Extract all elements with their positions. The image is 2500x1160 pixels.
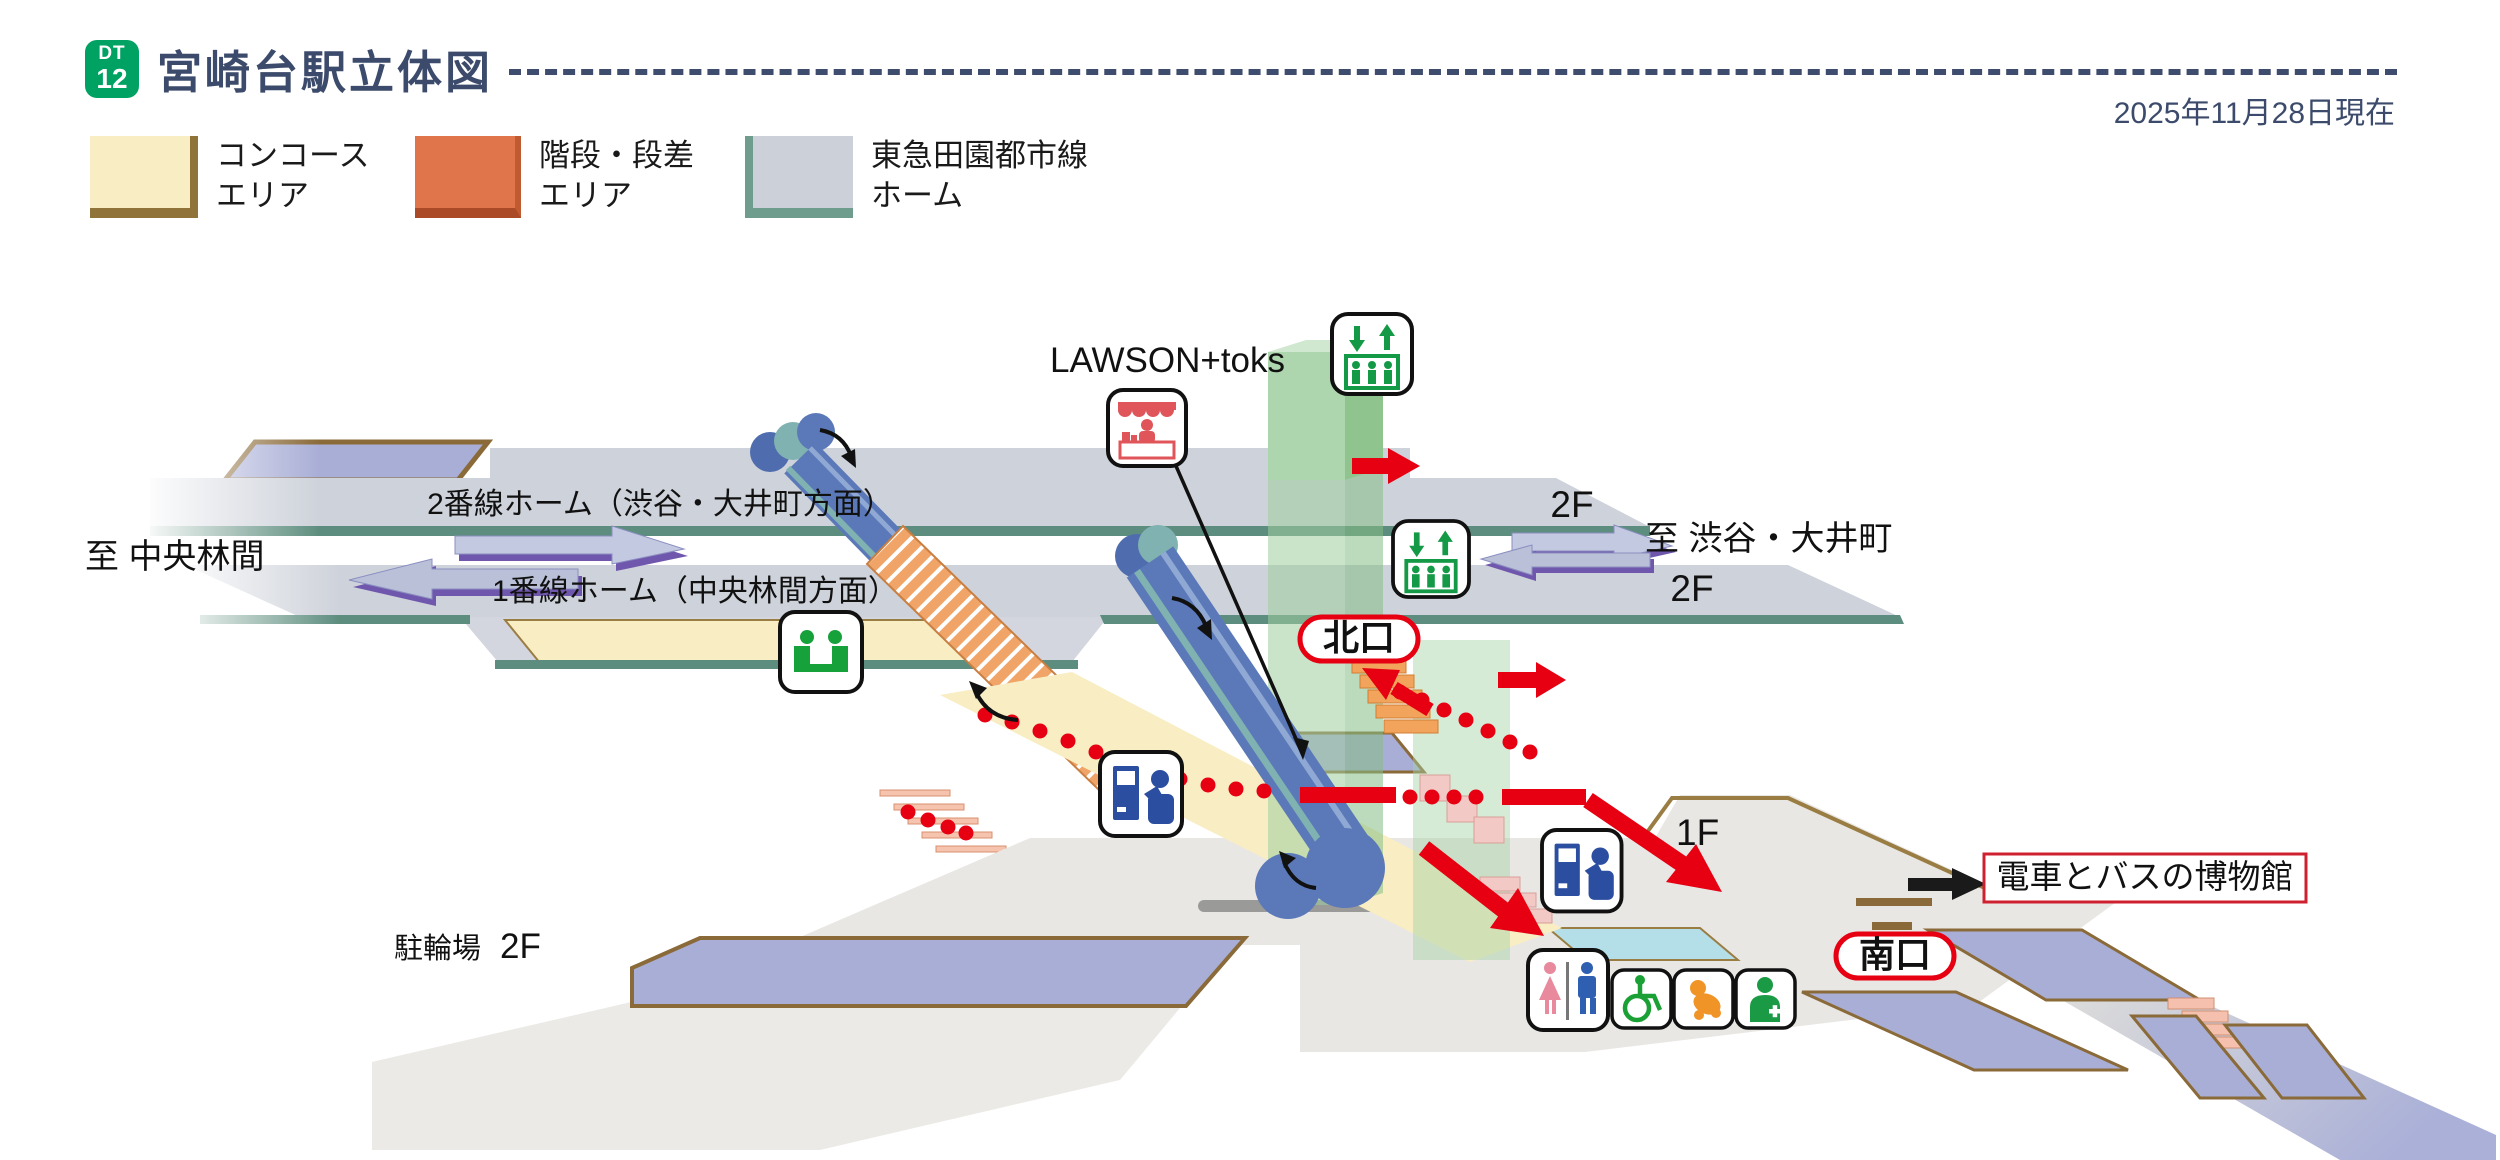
floor-label-2f-upper: 2F <box>1550 484 1593 525</box>
first-aid-icon <box>1734 968 1797 1030</box>
floor-label-1f: 1F <box>1676 812 1719 853</box>
ticket-machine-icon <box>1098 750 1184 838</box>
concourse-band <box>502 619 978 664</box>
museum-label: 電車とバスの博物館 <box>1997 858 2294 895</box>
waiting-room-icon <box>778 610 864 694</box>
direction-arrows-right <box>1479 524 1676 581</box>
stairs-gate <box>1419 774 1553 924</box>
platform-swatch <box>745 136 853 218</box>
platform-1-label: 1番線ホーム（中央林間方面） <box>492 575 898 608</box>
flow-arrows <box>819 428 1317 890</box>
floor-label-2f-lower: 2F <box>1670 568 1713 609</box>
museum-box: 電車とバスの博物館 <box>1982 852 2308 904</box>
baby-care-icon <box>1672 968 1735 1030</box>
legend-label: エリア <box>216 178 309 213</box>
male-icon <box>1578 962 1596 1014</box>
route-dots <box>900 684 1538 841</box>
bicycle-parking-floor: 2F <box>500 927 541 966</box>
south-exit-label: 南口 <box>1859 934 1931 975</box>
concourse-swatch <box>90 136 198 218</box>
header: DT 12 宮崎台駅立体図 <box>85 36 2397 101</box>
bicycle-parking-label: 駐輪場 <box>394 932 481 965</box>
legend-item-concourse: コンコース エリア <box>90 136 369 218</box>
stairs-side <box>879 789 1007 853</box>
restroom-icon <box>1526 948 1610 1032</box>
store-icon <box>1106 388 1188 468</box>
shop-pointer <box>1174 465 1309 760</box>
platform-2-label: 2番線ホーム（渋谷・大井町方面） <box>427 488 893 521</box>
shop-label: LAWSON+toks <box>1050 341 1285 380</box>
north-exit-label: 北口 <box>1323 617 1395 658</box>
elevator-icon <box>1391 519 1471 599</box>
legend-item-platform: 東急田園都市線 ホーム <box>745 136 1088 218</box>
stairs-swatch <box>415 136 521 218</box>
page-title: 宮崎台駅立体図 <box>157 47 494 98</box>
legend-label: エリア <box>539 178 632 213</box>
bicycle-parking-roof <box>630 936 1250 1008</box>
route-arrows <box>1300 448 1722 936</box>
south-exit-pill: 南口 <box>1833 931 1957 981</box>
legend: コンコース エリア 階段・段差 エリア 東急田園都市線 ホーム <box>0 128 2500 238</box>
elevator-icon <box>1330 312 1414 396</box>
female-icon <box>1539 962 1561 1014</box>
toward-shibuya-label: 至 渋谷・大井町 <box>1645 520 1892 558</box>
concourse-ramp <box>940 672 1562 962</box>
toward-chuo-rinkan-label: 至 中央林間 <box>85 538 264 576</box>
dashed-rule <box>509 68 2397 75</box>
direction-arrows-left <box>348 525 688 606</box>
station-number: 12 <box>96 63 128 94</box>
wheelchair-icon <box>1610 968 1673 1030</box>
south-exit-roofs <box>1801 898 2368 1100</box>
line-code: DT <box>98 43 126 64</box>
legend-label: コンコース <box>216 138 370 173</box>
line-station-badge: DT 12 <box>85 39 139 98</box>
legend-item-stairs: 階段・段差 エリア <box>415 136 694 218</box>
ticket-machine-icon <box>1540 828 1624 914</box>
as-of-date: 2025年11月28日現在 <box>2113 97 2395 130</box>
legend-label: 階段・段差 <box>539 138 694 173</box>
legend-label: ホーム <box>871 178 964 213</box>
museum-arrow-icon <box>1908 868 1986 900</box>
north-exit-pill: 北口 <box>1297 614 1421 664</box>
legend-label: 東急田園都市線 <box>871 138 1088 173</box>
